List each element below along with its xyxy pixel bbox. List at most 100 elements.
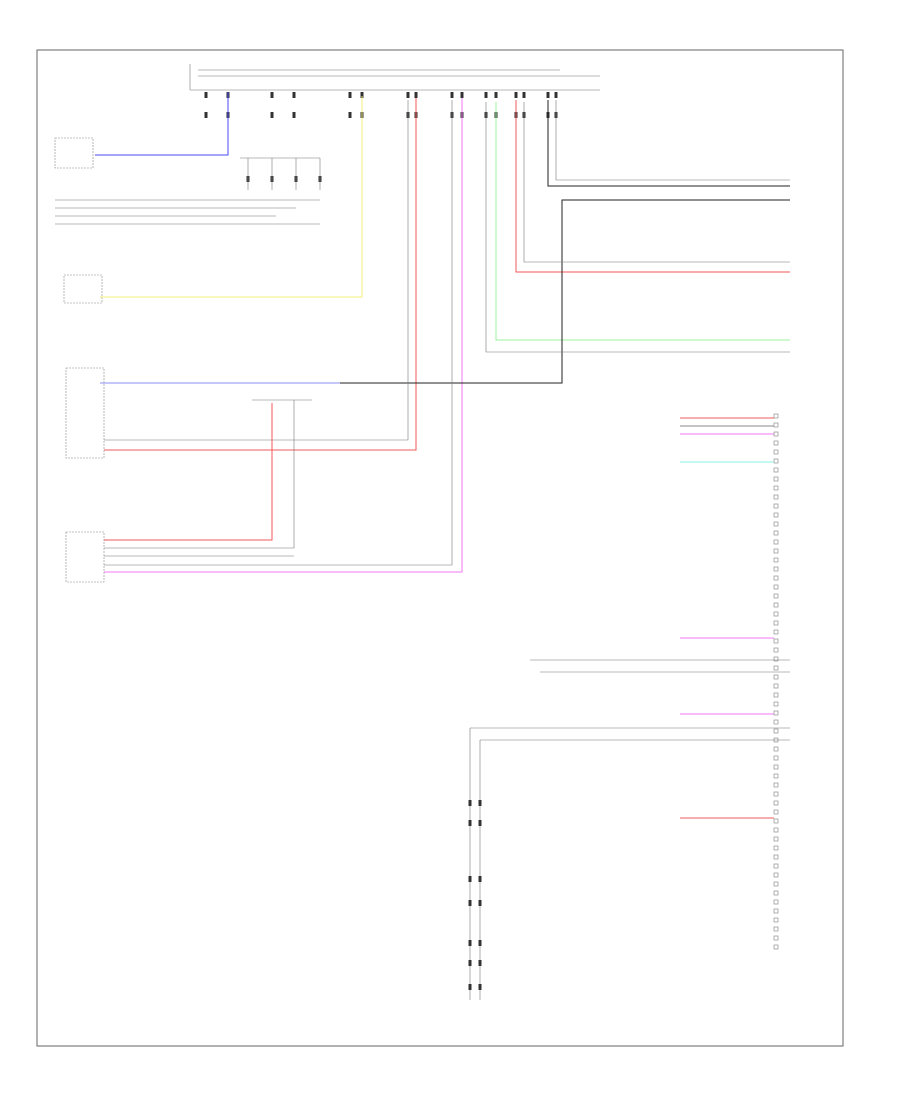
right-column-pin xyxy=(773,548,779,554)
chain-connector-pin xyxy=(478,940,482,946)
right-column-pin xyxy=(773,737,779,743)
wire-black-right xyxy=(547,100,790,187)
right-column-pin xyxy=(773,602,779,608)
right-column-pin xyxy=(773,665,779,671)
right-column-pin xyxy=(773,629,779,635)
right-column-pin xyxy=(773,917,779,923)
right-column-pin xyxy=(773,791,779,797)
right-column-pin xyxy=(773,458,779,464)
wire-green xyxy=(495,102,790,341)
chain-connector-pin xyxy=(468,876,472,882)
bottom-connector-chain xyxy=(468,800,482,990)
bus-connector-pin xyxy=(270,92,274,98)
bus-connector-pin xyxy=(292,92,296,98)
bus-connector-pin xyxy=(522,92,526,98)
right-column-pin xyxy=(773,719,779,725)
chain-connector-pin xyxy=(478,876,482,882)
right-column-pin xyxy=(773,530,779,536)
bus-connector-pin xyxy=(514,92,518,98)
bus-connector-pin xyxy=(360,92,364,98)
right-column-pin xyxy=(773,485,779,491)
right-column-pin xyxy=(773,746,779,752)
right-column-pin xyxy=(773,656,779,662)
chain-connector-pin xyxy=(478,960,482,966)
right-column-pin xyxy=(773,755,779,761)
bus-connector-pin xyxy=(484,92,488,98)
chain-connector-pin xyxy=(468,820,472,826)
bus-connector-pin xyxy=(204,92,208,98)
right-column-pin xyxy=(773,827,779,833)
bus-connector-pin xyxy=(450,92,454,98)
right-column-pin xyxy=(773,899,779,905)
chain-connector-pin xyxy=(478,800,482,806)
top-bus xyxy=(189,64,600,91)
right-column-pin xyxy=(773,638,779,644)
chain-connector-pin xyxy=(468,960,472,966)
right-column-pin xyxy=(773,701,779,707)
right-column-pin xyxy=(773,881,779,887)
right-column-pin xyxy=(773,728,779,734)
chain-connector-pin xyxy=(468,940,472,946)
right-column-pin xyxy=(773,593,779,599)
right-column-pin xyxy=(773,809,779,815)
right-column-pin xyxy=(773,890,779,896)
bus-connector-pin xyxy=(460,92,464,98)
right-stubs xyxy=(680,417,774,819)
chain-connector-pin xyxy=(468,984,472,990)
right-column-pin xyxy=(773,503,779,509)
right-column-pin xyxy=(773,836,779,842)
chain-connector-pin xyxy=(478,820,482,826)
right-column-pin xyxy=(773,674,779,680)
right-column-pin xyxy=(773,692,779,698)
right-column-pin xyxy=(773,782,779,788)
right-column-pin xyxy=(773,575,779,581)
right-column-pin xyxy=(773,431,779,437)
bus-connector-pin xyxy=(494,92,498,98)
right-column-pin xyxy=(773,935,779,941)
wire-red-right xyxy=(515,100,790,273)
right-column-pin xyxy=(773,539,779,545)
right-column-pin xyxy=(773,845,779,851)
right-column-pin xyxy=(773,764,779,770)
chain-connector-pin xyxy=(478,900,482,906)
right-column-pin xyxy=(773,683,779,689)
bus-connector-pin xyxy=(270,112,274,118)
right-column-pin xyxy=(773,512,779,518)
right-column-pin xyxy=(773,494,779,500)
right-column-pin xyxy=(773,863,779,869)
bus-connector-pin xyxy=(414,92,418,98)
bus-connector-pin xyxy=(348,112,352,118)
right-column-pin xyxy=(773,467,779,473)
chain-connector-pin xyxy=(468,800,472,806)
diagram-frame xyxy=(36,49,844,1047)
right-column-pin xyxy=(773,476,779,482)
right-column-pin xyxy=(773,440,779,446)
right-column-pin xyxy=(773,926,779,932)
right-column-pin xyxy=(773,944,779,950)
right-column-pin xyxy=(773,422,779,428)
right-column-pin xyxy=(773,611,779,617)
right-column-pin xyxy=(773,872,779,878)
right-column-pin xyxy=(773,557,779,563)
wire-yellow xyxy=(100,96,363,298)
bus-connector-pin xyxy=(546,92,550,98)
wire-magenta xyxy=(104,98,463,573)
right-column-pin xyxy=(773,710,779,716)
right-column-pin xyxy=(773,800,779,806)
gray-wires xyxy=(55,100,790,1000)
right-connector-column xyxy=(773,413,779,950)
right-column-pin xyxy=(773,647,779,653)
bus-connector-pin xyxy=(204,112,208,118)
bus-connector-pin xyxy=(554,92,558,98)
chain-connector-pin xyxy=(468,900,472,906)
right-column-pin xyxy=(773,908,779,914)
wire-black-link xyxy=(340,199,790,384)
right-column-pin xyxy=(773,818,779,824)
bus-connectors xyxy=(204,92,558,182)
right-column-pin xyxy=(773,566,779,572)
left-components xyxy=(54,137,105,583)
bus-connector-pin xyxy=(348,92,352,98)
right-column-pin xyxy=(773,413,779,419)
right-column-pin xyxy=(773,854,779,860)
